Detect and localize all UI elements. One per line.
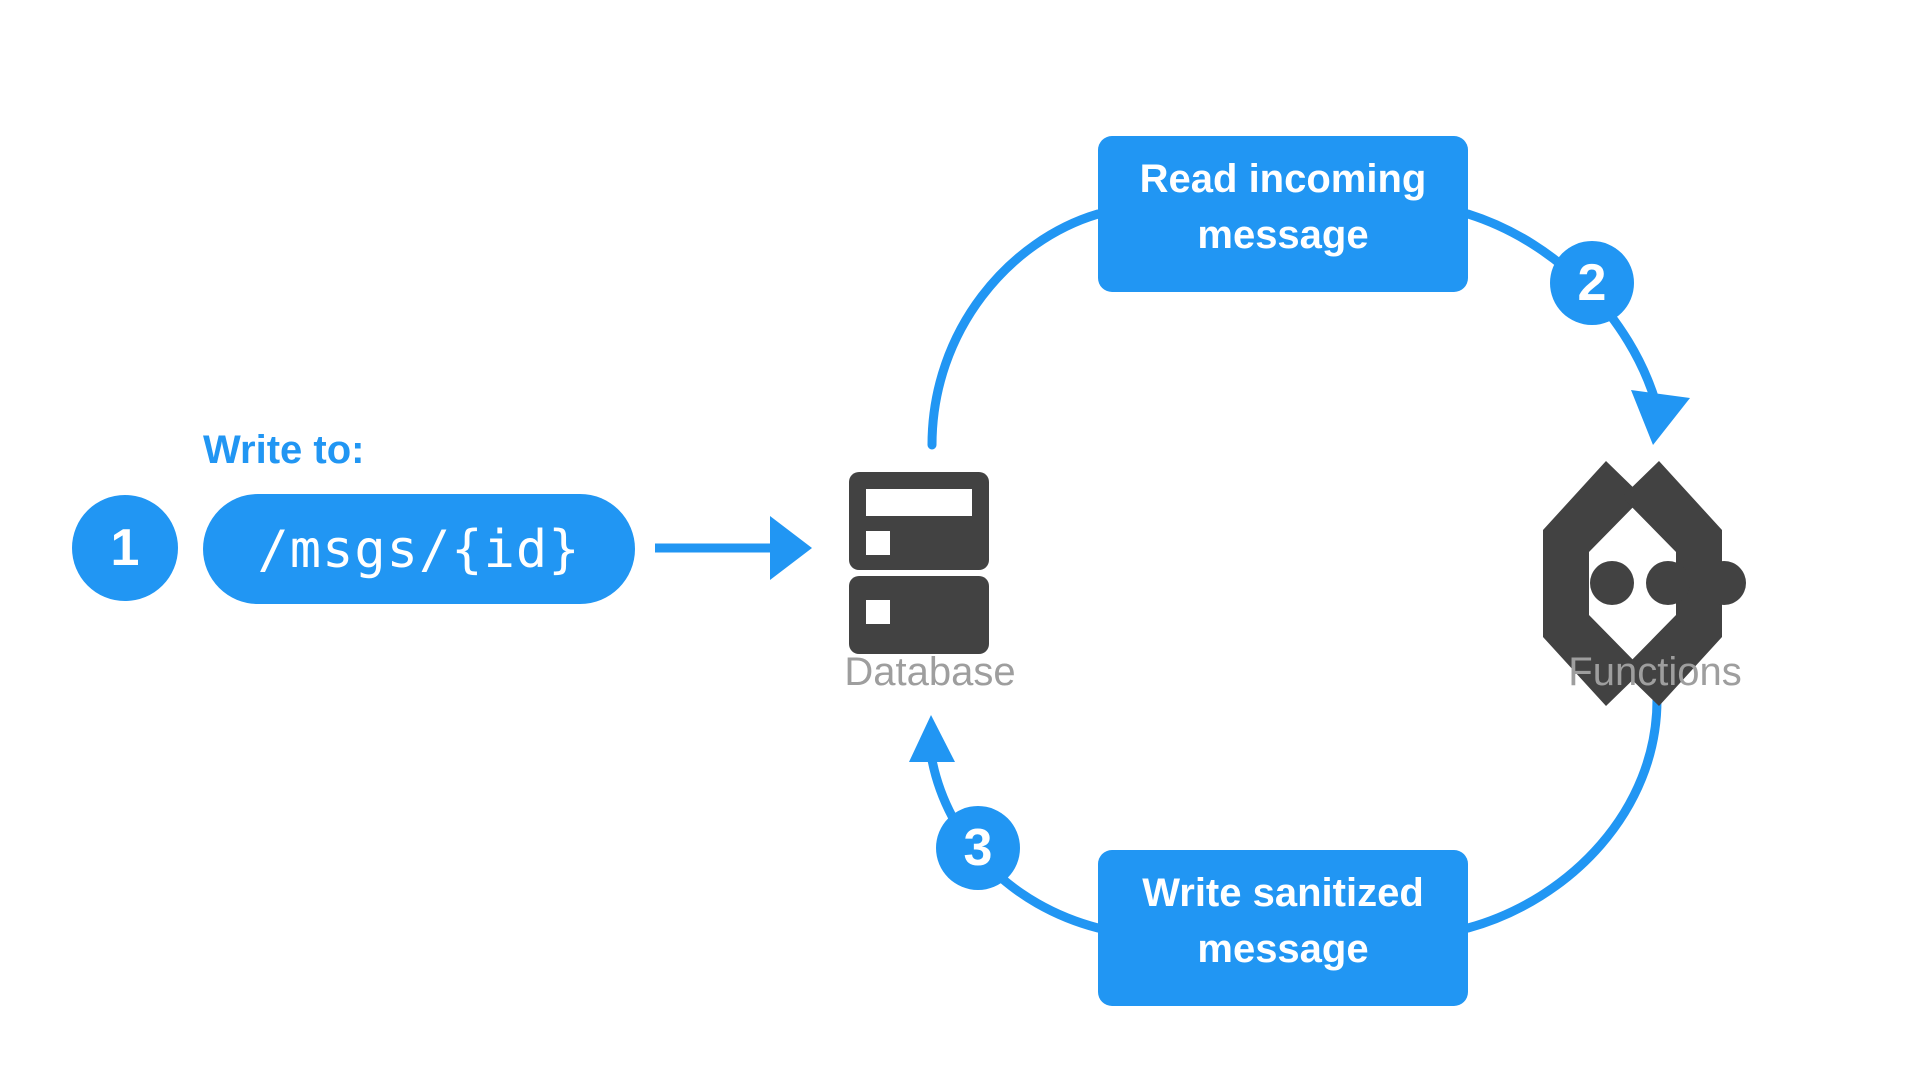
database-icon-bottom-unit — [849, 576, 989, 654]
action-box-read-line1: Read incoming — [1140, 157, 1427, 201]
step-badge-1-circle — [72, 495, 178, 601]
database-caption: Database — [844, 650, 1015, 694]
database-icon-top-bar — [866, 489, 972, 516]
connector-functions-to-write-box — [1463, 695, 1662, 933]
functions-icon-dot-1 — [1590, 561, 1634, 605]
functions-icon-dot-2 — [1646, 561, 1690, 605]
action-box-read-line2: message — [1197, 213, 1368, 257]
step-badge-3-circle — [936, 806, 1020, 890]
write-to-label: Write to: — [203, 428, 364, 472]
action-box-write-line2: message — [1197, 927, 1368, 971]
database-icon-top-unit — [849, 472, 989, 570]
step-badge-3-number: 3 — [964, 819, 993, 877]
arrowhead-to-functions — [1631, 390, 1690, 445]
functions-icon-dot-3 — [1702, 561, 1746, 605]
path-pill-text: /msgs/{id} — [257, 520, 580, 580]
step-badge-1-number: 1 — [111, 519, 140, 577]
arrowhead-to-database-step1 — [770, 516, 812, 580]
action-box-write-line1: Write sanitized — [1142, 871, 1424, 915]
database-icon — [849, 472, 989, 654]
action-box-read[interactable] — [1098, 136, 1468, 292]
functions-braces-icon — [1543, 461, 1746, 706]
functions-icon-left-bracket — [1543, 461, 1643, 706]
functions-icon-right-bracket — [1622, 461, 1722, 706]
database-icon-top-led — [866, 531, 890, 555]
step-badge-2-number: 2 — [1578, 254, 1607, 312]
connector-database-to-read-box — [927, 209, 1103, 450]
action-box-write[interactable] — [1098, 850, 1468, 1006]
database-icon-bottom-led — [866, 600, 890, 624]
path-pill[interactable] — [203, 494, 635, 604]
step-badge-2-circle — [1550, 241, 1634, 325]
functions-caption: Functions — [1568, 650, 1741, 694]
arrowhead-to-database — [909, 715, 955, 762]
